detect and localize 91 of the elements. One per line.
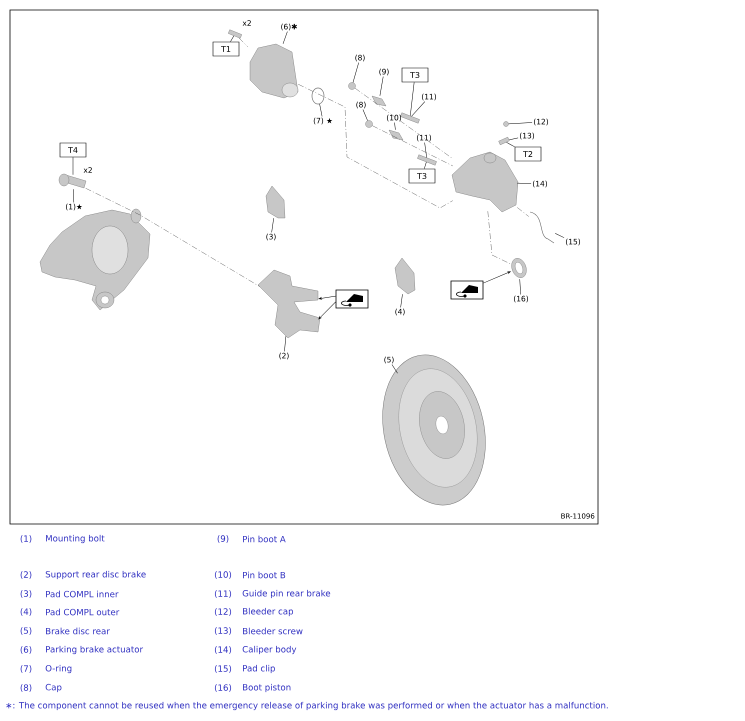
part-name: Cap — [46, 684, 62, 692]
assembly-line — [517, 207, 529, 217]
part-name: Pad COMPL inner — [46, 590, 118, 598]
bleeder-cap — [503, 121, 509, 127]
assembly-line — [298, 84, 453, 208]
torque-tag: T3 — [408, 168, 436, 184]
bolt — [228, 30, 242, 38]
leader-line — [519, 278, 521, 295]
assembly-line — [488, 211, 512, 264]
leader-line — [424, 142, 427, 158]
part-number: (5) — [20, 627, 32, 635]
torque-tag: T3 — [402, 68, 428, 82]
assembly-line — [238, 38, 248, 47]
cap — [365, 120, 373, 128]
part-name: Pad clip — [243, 664, 275, 674]
part-number: (9) — [218, 535, 228, 543]
leader-line — [554, 233, 564, 238]
part-number: (12) — [214, 608, 232, 616]
leader-line — [319, 104, 322, 117]
actuator — [250, 44, 298, 98]
grease-symbol — [450, 280, 484, 300]
brake-pad — [394, 258, 416, 294]
leader-line — [73, 188, 74, 203]
leader-line — [508, 122, 532, 124]
pad-clip — [530, 212, 554, 244]
assembly-line — [372, 125, 453, 166]
leader-line — [230, 36, 234, 42]
leader-line — [411, 101, 426, 116]
leader-line — [394, 122, 396, 130]
part-name: Pad COMPL outer — [46, 608, 120, 616]
part-number: (7) — [20, 665, 32, 673]
part-name: Boot piston — [243, 684, 290, 692]
part-name: Parking brake actuator — [46, 646, 144, 654]
arrow — [318, 302, 336, 320]
part-name: Bleeder screw — [243, 628, 303, 634]
part-name: Support rear disc brake — [46, 570, 146, 580]
caliper — [452, 152, 518, 212]
arrow — [318, 296, 336, 300]
part-name: Pin boot B — [243, 572, 286, 578]
guide-pin — [417, 154, 437, 166]
leader-line — [271, 218, 274, 233]
part-name: Mounting bolt — [46, 534, 104, 544]
leader-line — [506, 142, 515, 148]
assembly-line — [354, 88, 453, 159]
arrow — [483, 271, 511, 284]
leader-line — [400, 294, 403, 308]
piston-boot — [511, 258, 527, 278]
torque-tag: T4 — [60, 142, 86, 158]
leader-line — [362, 109, 368, 121]
part-number: (14) — [214, 646, 232, 654]
leader-line — [392, 364, 398, 374]
leader-line — [516, 182, 532, 184]
guide-pin — [400, 112, 420, 124]
bolt — [58, 174, 86, 188]
part-number: (10) — [214, 571, 232, 579]
part-number: (4) — [20, 608, 32, 616]
leader-line — [72, 157, 74, 176]
part-number: (2) — [20, 571, 32, 579]
part-name: Pin boot A — [243, 536, 286, 542]
torque-tag: T2 — [514, 146, 542, 162]
brake-support — [258, 270, 320, 338]
part-number: (16) — [214, 684, 232, 692]
leader-line — [352, 62, 359, 83]
part-name: Caliper body — [242, 646, 296, 654]
leader-line — [284, 336, 286, 352]
leader-line — [424, 162, 427, 169]
part-name: O-ring — [46, 664, 72, 674]
part-name: Brake disc rear — [46, 628, 110, 634]
o-ring — [312, 88, 324, 104]
leader-line — [282, 31, 288, 44]
assembly-line — [86, 188, 260, 287]
part-number: (8) — [20, 684, 32, 692]
part-number: (1) — [20, 535, 32, 543]
leader-line — [380, 76, 384, 96]
leader-line — [508, 138, 518, 140]
part-number: (3) — [20, 590, 32, 598]
part-number: (11) — [214, 590, 232, 598]
pin-boot — [372, 96, 386, 106]
part-number: (13) — [214, 627, 232, 635]
bleeder-screw — [498, 136, 510, 146]
part-number: (6) — [20, 646, 32, 654]
pin-boot — [388, 130, 404, 140]
torque-tag: T1 — [212, 42, 240, 56]
leader-line — [410, 82, 414, 116]
footnote: ∗: The component cannot be reused when the emergency release of parking brake was performed or when the actuator has a malfunction. — [6, 702, 608, 710]
part-name: Bleeder cap — [243, 608, 294, 616]
brake-pad — [266, 186, 286, 218]
grease-symbol — [336, 290, 368, 308]
part-number: (15) — [214, 665, 232, 673]
cap — [348, 82, 356, 90]
part-name: Guide pin rear brake — [242, 590, 330, 598]
